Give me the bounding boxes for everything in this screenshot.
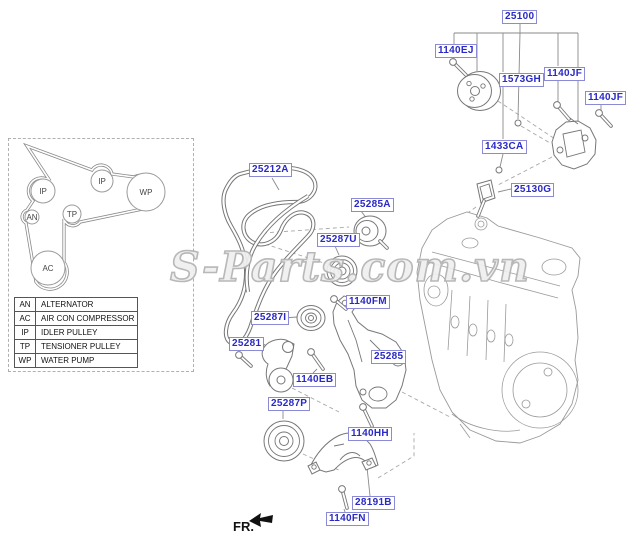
part-label-25130g[interactable]: 25130G [511,183,555,197]
part-label-25285a[interactable]: 25285A [351,198,394,212]
schematic-pulley-code: AC [42,264,53,273]
power-steering-pump-drawing [551,117,597,170]
bolt-icon-1140fm [330,295,348,311]
part-label-28191b[interactable]: 28191B [352,496,395,510]
part-label-1140jf[interactable]: 1140JF [585,91,627,105]
schematic-pulley-tp [62,204,82,224]
schematic-pulley-code: IP [98,177,106,186]
part-label-1433ca[interactable]: 1433CA [482,140,527,154]
pulley-drawing-25287u [326,255,358,287]
part-label-1140fn[interactable]: 1140FN [326,512,369,526]
legend-code: TP [14,339,36,354]
belt-schematic: IP IP WP AN TP AC [20,142,166,291]
part-label-25285[interactable]: 25285 [371,350,407,364]
nut-icon-1433ca [495,166,503,174]
bolt-icon-1140jf-2 [595,109,613,128]
bolt-icon-1140jf-1 [553,101,571,121]
stud-icon-1573gh [514,119,522,127]
part-label-25212a[interactable]: 25212A [249,163,292,177]
schematic-pulley-wp [126,172,166,212]
part-label-25100[interactable]: 25100 [502,10,538,24]
bolt-icon-1140eb [307,348,325,371]
schematic-pulleys: IP IP WP AN TP AC [24,169,166,286]
part-label-25281[interactable]: 25281 [229,337,265,351]
pulley-drawing-25287i [296,305,326,331]
part-label-1140fm[interactable]: 1140FM [346,295,390,309]
bolt-icon-25130g [476,199,486,218]
schematic-pulley-code: AN [26,213,37,222]
legend-code: IP [14,325,36,340]
gasket-drawing-25130g [476,179,496,204]
legend-name: IDLER PULLEY [34,325,139,340]
part-label-1140ej[interactable]: 1140EJ [435,44,477,58]
part-label-1140hh[interactable]: 1140HH [348,427,392,441]
legend-code: WP [14,353,36,368]
part-label-1140jf[interactable]: 1140JF [544,67,586,81]
schematic-pulley-ip [90,169,114,193]
bolt-icon-tensioner [235,351,253,368]
crank-pulley-drawing-25287p [263,420,305,462]
engine-block-drawing [416,211,581,444]
legend-name: TENSIONER PULLEY [34,339,139,354]
schematic-pulley-ac [30,250,66,286]
idler-pulley-drawing-25285a [353,215,389,250]
part-label-1140eb[interactable]: 1140EB [293,373,337,387]
schematic-pulley-code: TP [67,210,77,219]
fr-direction-label: FR. [233,519,254,534]
bolt-icon-1140ej [449,58,468,77]
bolt-icon-1140fn [338,485,349,510]
bolt-icon-1140hh [359,403,374,428]
schematic-pulley-code: IP [39,187,47,196]
belt-schematic-box [8,138,194,372]
legend-code: AC [14,311,36,326]
legend-name: AIR CON COMPRESSOR [34,311,139,326]
belt-drawing [221,165,318,347]
bracket-drawing-28191b [307,432,379,475]
schematic-pulley-ip [30,178,56,204]
tensioner-drawing-25281 [261,338,295,393]
pump-pulley-drawing [457,71,501,111]
part-label-25287u[interactable]: 25287U [317,233,360,247]
legend-code: AN [14,297,36,312]
part-label-25287i[interactable]: 25287I [251,311,290,325]
legend-name: ALTERNATOR [34,297,139,312]
fr-arrow-icon [249,513,273,527]
legend-name: WATER PUMP [34,353,139,368]
schematic-pulley-code: WP [140,188,153,197]
schematic-pulley-an [24,209,40,225]
part-label-1573gh[interactable]: 1573GH [499,73,545,87]
part-label-25287p[interactable]: 25287P [268,397,311,411]
